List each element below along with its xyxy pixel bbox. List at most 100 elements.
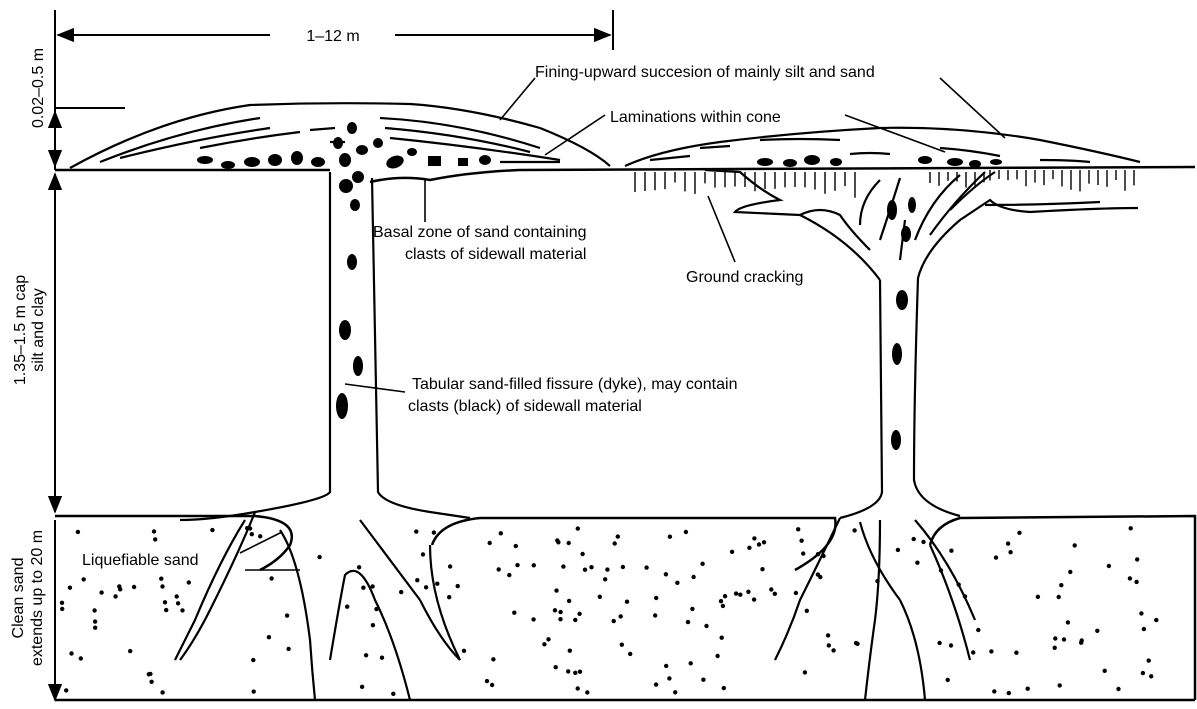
sand-grain-dot [153, 537, 157, 541]
sand-grain-dot [577, 612, 581, 616]
sand-grain-dot [720, 636, 724, 640]
sand-grain-dot [976, 628, 980, 632]
sand-grain-dot [515, 563, 519, 567]
sand-grain-dot [673, 690, 677, 694]
sand-grain-dot [654, 682, 658, 686]
sand-grain-dot [971, 650, 975, 654]
right-sand-blow [625, 128, 1140, 700]
sand-grain-dot [1057, 595, 1061, 599]
sand-grain-dot [616, 534, 620, 538]
sand-grain-dot [163, 600, 167, 604]
sand-grain-dot [488, 541, 492, 545]
sand-grain-dot [769, 587, 773, 591]
sand-grain-dot [664, 572, 668, 576]
sand-grain-dot [1073, 543, 1077, 547]
sand-grain-dot [747, 546, 751, 550]
sand-grain-dot [93, 619, 97, 623]
sand-grain-dot [992, 689, 996, 693]
sand-grain-dot [875, 579, 879, 583]
fining-upward-label: Fining-upward succesion of mainly silt a… [535, 64, 875, 81]
liquefiable-sand-label: Liquefiable sand [82, 552, 199, 569]
laminations-label: Laminations within cone [610, 109, 781, 126]
sand-grain-dot [757, 542, 761, 546]
sand-grain-dot [317, 555, 321, 559]
sand-grain-dot [773, 592, 777, 596]
sand-grain-dot [721, 604, 725, 608]
sand-grain-dot [258, 534, 262, 538]
sand-grain-dot [491, 657, 495, 661]
sand-grain-dot [730, 550, 734, 554]
sand-grain-dot [738, 593, 742, 597]
sand-grain-dot [345, 605, 349, 609]
sand-grain-dot [556, 540, 560, 544]
leader-lines [240, 78, 1005, 570]
sand-grain-dot [558, 617, 562, 621]
sand-grain-dot [619, 614, 623, 618]
sand-grain-dot [176, 601, 180, 605]
sand-grain-dot [532, 563, 536, 567]
sand-grain-dot [1014, 651, 1018, 655]
sand-grain-dot [361, 586, 365, 590]
sand-grain-dot [821, 554, 825, 558]
sand-grain-dot [561, 564, 565, 568]
sand-grain-dot [1066, 620, 1070, 624]
sand-grain-dot [159, 577, 163, 581]
sand-grain-dot [578, 670, 582, 674]
sand-grain-dot [576, 686, 580, 690]
sand-grain-dot [752, 597, 756, 601]
sand-grain-dot [690, 607, 694, 611]
dimension-lines [55, 10, 613, 700]
sand-grain-dot [589, 565, 593, 569]
sand-grain-dot [826, 633, 830, 637]
sand-grain-dot [816, 552, 820, 556]
sand-grain-dot [60, 601, 64, 605]
sand-grain-dot [421, 552, 425, 556]
sand-grain-dot [76, 530, 80, 534]
sand-grain-dot [92, 608, 96, 612]
sand-grain-dot [1053, 646, 1057, 650]
sand-grain-dot [573, 671, 577, 675]
sand-grain-dot [566, 669, 570, 673]
sand-grain-dot [585, 690, 589, 694]
sand-grain-dot [267, 635, 271, 639]
sand-grain-dot [625, 600, 629, 604]
sand-grain-dot [507, 573, 511, 577]
sand-grain-dot [1026, 687, 1030, 691]
sand-grain-dot [175, 594, 179, 598]
sand-grain-dot [432, 530, 436, 534]
sand-layer-outline [55, 516, 1195, 700]
sand-grain-dot [801, 551, 805, 555]
sand-grain-dot [939, 568, 943, 572]
sand-grain-dot [531, 617, 535, 621]
ground-surface [55, 167, 1195, 182]
sand-grain-dot [1068, 570, 1072, 574]
sand-grain-dot [371, 623, 375, 627]
sand-grain-dot [499, 531, 503, 535]
sand-grain-dot [667, 676, 671, 680]
sand-grain-dot [1006, 541, 1010, 545]
basal-zone-label-line2: clasts of sidewall material [405, 246, 586, 263]
sand-grain-dot [598, 595, 602, 599]
sand-grain-dot [567, 541, 571, 545]
sand-grain-dot [554, 588, 558, 592]
sand-dots [60, 526, 1159, 696]
ground-cracking-label: Ground cracking [686, 269, 803, 286]
sand-grain-dot [380, 656, 384, 660]
sand-grain-dot [746, 590, 750, 594]
sand-grain-dot [854, 641, 858, 645]
sand-grain-dot [1142, 627, 1146, 631]
sand-grain-dot [580, 552, 584, 556]
sand-grain-dot [605, 567, 609, 571]
sand-grain-dot [912, 537, 916, 541]
sand-grain-dot [364, 653, 368, 657]
sand-grain-dot [269, 576, 273, 580]
sand-grain-dot [553, 608, 557, 612]
sand-grain-dot [152, 529, 156, 533]
sand-grain-dot [612, 619, 616, 623]
sand-grain-dot [831, 648, 835, 652]
sand-grain-dot [415, 578, 419, 582]
sand-grain-dot [583, 568, 587, 572]
sand-grain-dot [994, 555, 998, 559]
sand-grain-dot [722, 686, 726, 690]
dyke-label-line2: clasts (black) of sidewall material [408, 398, 642, 415]
